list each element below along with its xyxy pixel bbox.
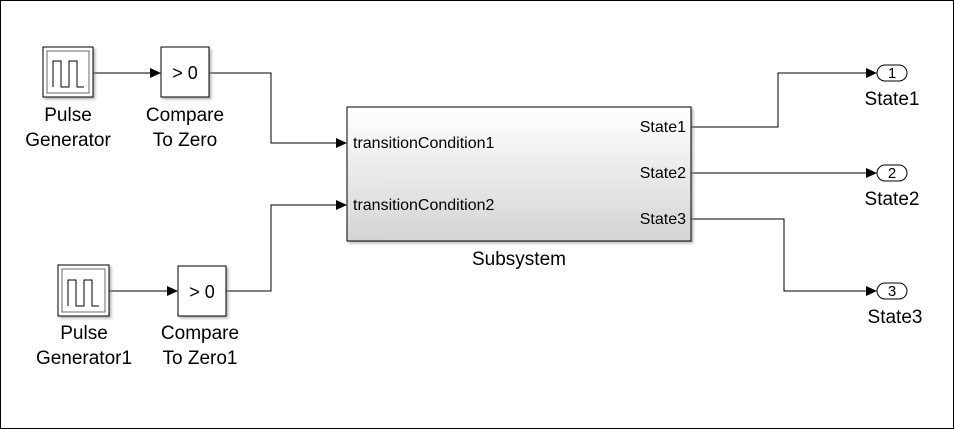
arrowhead xyxy=(336,138,347,148)
compare-to-zero-block[interactable]: > 0 Compare To Zero xyxy=(146,46,224,151)
pulse-generator1-block[interactable]: Pulse Generator1 xyxy=(36,264,132,369)
outport-label: State3 xyxy=(868,307,923,328)
outport-number: 2 xyxy=(888,165,896,182)
arrowhead xyxy=(866,168,877,178)
signal-lines xyxy=(93,72,867,292)
compare-to-zero1-label-2: To Zero1 xyxy=(163,348,238,369)
signal-subsystem-out1-to-state1[interactable] xyxy=(691,72,867,128)
signal-compare2-to-subsystem-in2[interactable] xyxy=(226,204,339,292)
arrowheads xyxy=(150,68,877,296)
arrowhead xyxy=(167,286,178,296)
signal-compare1-to-subsystem-in1[interactable] xyxy=(209,72,339,144)
subsystem-output-port-2: State2 xyxy=(640,165,686,182)
subsystem-label: Subsystem xyxy=(472,249,566,270)
arrowhead xyxy=(150,68,161,78)
outport-state3[interactable]: 3 State3 xyxy=(868,282,923,328)
subsystem-input-port-2: transitionCondition2 xyxy=(353,197,495,214)
pulse-generator-label-1: Pulse xyxy=(44,105,92,126)
outport-label: State1 xyxy=(865,89,920,110)
subsystem-block[interactable]: transitionCondition1 transitionCondition… xyxy=(346,106,692,270)
compare-symbol: > 0 xyxy=(172,63,198,83)
pulse-generator1-label-1: Pulse xyxy=(60,323,108,344)
outport-state2[interactable]: 2 State2 xyxy=(865,164,920,210)
pulse-generator-label-2: Generator xyxy=(25,130,111,151)
compare-to-zero-label-2: To Zero xyxy=(153,130,217,151)
pulse-generator1-label-2: Generator1 xyxy=(36,348,132,369)
pulse-waveform-icon xyxy=(67,279,99,307)
compare-to-zero1-label-1: Compare xyxy=(161,323,239,344)
subsystem-output-port-1: State1 xyxy=(640,119,686,136)
arrowhead xyxy=(866,68,877,78)
pulse-generator-block[interactable]: Pulse Generator xyxy=(25,46,111,151)
outport-number: 1 xyxy=(888,65,896,82)
outport-label: State2 xyxy=(865,189,920,210)
compare-symbol: > 0 xyxy=(189,282,215,302)
subsystem-input-port-1: transitionCondition1 xyxy=(353,135,495,152)
outport-number: 3 xyxy=(888,283,896,300)
outport-state1[interactable]: 1 State1 xyxy=(865,64,920,110)
compare-to-zero-label-1: Compare xyxy=(146,105,224,126)
arrowhead xyxy=(336,200,347,210)
arrowhead xyxy=(866,286,877,296)
signal-subsystem-out3-to-state3[interactable] xyxy=(691,218,867,292)
pulse-waveform-icon xyxy=(52,60,84,88)
compare-to-zero1-block[interactable]: > 0 Compare To Zero1 xyxy=(161,265,239,369)
subsystem-output-port-3: State3 xyxy=(640,211,686,228)
